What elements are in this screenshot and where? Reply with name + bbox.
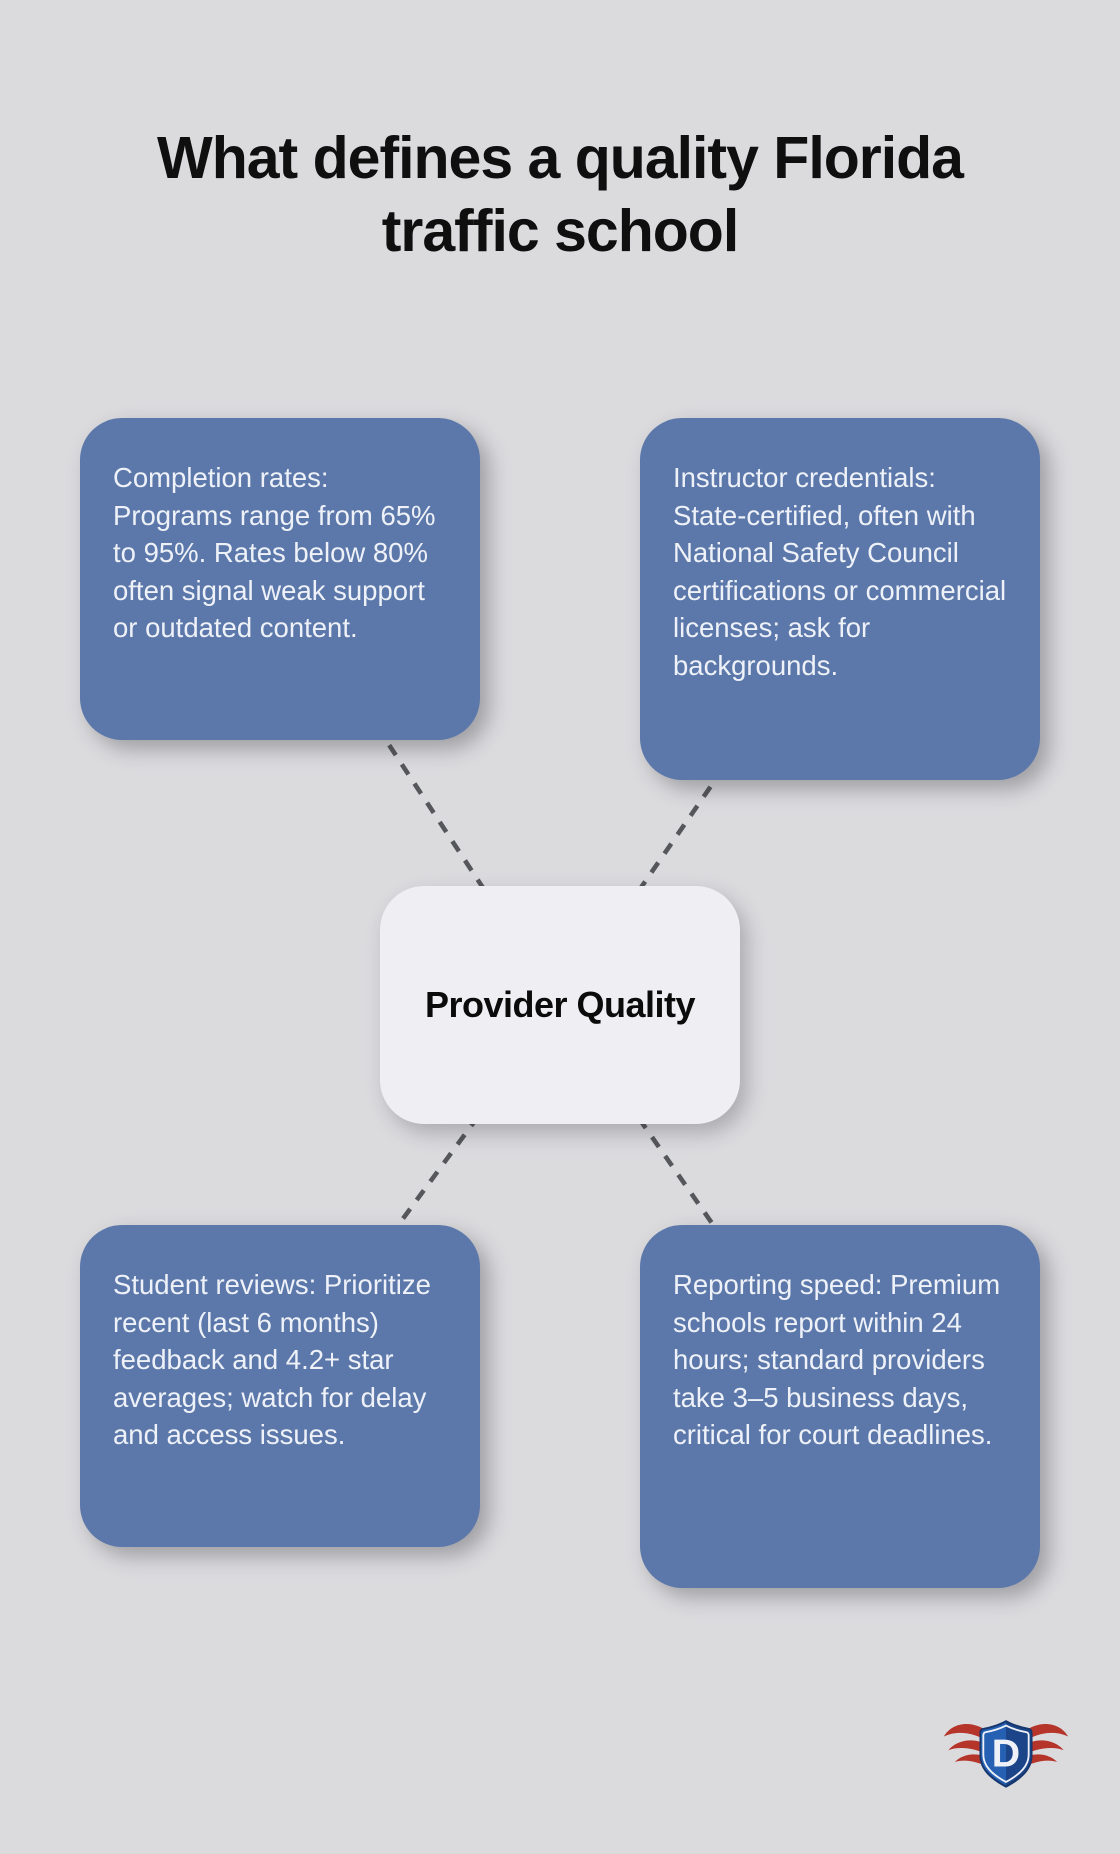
center-node-label: Provider Quality [424,984,696,1025]
logo-letter: D [992,1732,1020,1776]
node-completion-rates: Completion rates: Programs range from 65… [80,418,480,740]
node-reporting-speed-text: Reporting speed: Premium schools report … [673,1269,1001,1450]
center-node-provider-quality: Provider Quality [380,886,740,1124]
node-instructor-credentials: Instructor credentials: State-certified,… [640,418,1040,780]
shield-wings-logo-icon: D [943,1720,1069,1788]
page-title: What defines a quality Florida traffic s… [0,122,1120,268]
node-student-reviews-text: Student reviews: Prioritize recent (last… [113,1269,431,1450]
node-student-reviews: Student reviews: Prioritize recent (last… [80,1225,480,1547]
page-title-line-1: What defines a quality Florida [157,124,964,191]
node-instructor-credentials-text: Instructor credentials: State-certified,… [673,462,1007,681]
node-completion-rates-text: Completion rates: Programs range from 65… [113,462,436,643]
page-title-line-2: traffic school [381,197,739,264]
node-reporting-speed: Reporting speed: Premium schools report … [640,1225,1040,1588]
shield-icon [979,1720,1033,1788]
